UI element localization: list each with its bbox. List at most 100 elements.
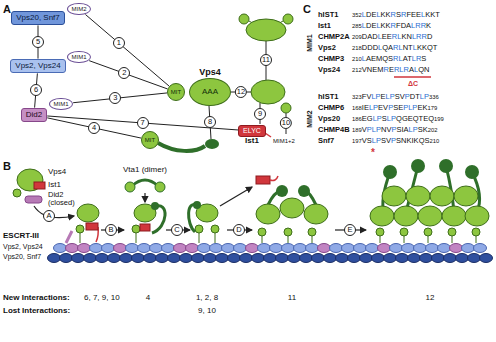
residue: D: [362, 43, 367, 52]
residue: 8: [359, 105, 362, 111]
residue: D: [427, 32, 432, 41]
node-label: MIT: [171, 89, 181, 96]
residue: L: [387, 114, 391, 123]
residue: K: [414, 136, 419, 145]
escrt-iii-filament: [300, 254, 313, 263]
residue: R: [394, 65, 399, 74]
escrt-iii-filament: [138, 244, 151, 253]
residue: 9: [355, 138, 358, 144]
residue: M: [377, 65, 383, 74]
escrt-iii-filament: [90, 244, 103, 253]
callout-number: 5: [32, 36, 44, 48]
residue: Q: [413, 114, 419, 123]
stage-three: [195, 225, 203, 233]
residue: E: [371, 54, 376, 63]
residue: K: [425, 10, 430, 19]
stage-five: [430, 186, 454, 206]
pathway-arrows: [144, 193, 145, 202]
complex-name: ESCRT-III: [3, 232, 39, 241]
residue: L: [372, 125, 376, 134]
escrt-iii-filament: [396, 254, 409, 263]
callout-number: 2: [118, 67, 130, 79]
sequence: 186EGLPSLPQGEQTEQ199: [352, 115, 444, 123]
vps4-hexamer-art: [239, 14, 249, 24]
escrt-iii-filament: [264, 254, 277, 263]
residue: 3: [432, 94, 435, 100]
interaction-list: 11: [288, 294, 296, 303]
node-label: MIM2: [72, 6, 87, 13]
residue: 2: [355, 94, 358, 100]
interaction-line: [47, 116, 238, 130]
escrt-iii-filament: [96, 254, 109, 263]
residue: 1: [355, 45, 358, 51]
residue: K: [381, 10, 386, 19]
protein-name: Ist1: [48, 181, 61, 190]
motif-heading: MIM2: [306, 110, 314, 128]
residue: 9: [441, 116, 444, 122]
stage-four: [258, 228, 266, 236]
escrt-iii-filament: [450, 244, 463, 253]
residue: E: [378, 103, 383, 112]
residue: R: [392, 32, 397, 41]
protein-name: Vps2, Vps24: [3, 243, 43, 251]
pathway-arrows: [34, 187, 366, 230]
residue: E: [364, 103, 369, 112]
stage-four: [312, 236, 313, 243]
residue: N: [406, 32, 411, 41]
residue: 1: [352, 116, 355, 122]
residue: L: [397, 32, 401, 41]
residue: R: [416, 32, 421, 41]
node-label: MIM1: [54, 101, 69, 108]
residue: E: [389, 65, 394, 74]
residue: L: [411, 21, 415, 30]
residue: D: [362, 32, 367, 41]
residue: A: [404, 125, 409, 134]
residue: 8: [355, 127, 358, 133]
escrt-iii-filament: [330, 244, 343, 253]
residue: R: [384, 65, 389, 74]
residue: L: [412, 54, 416, 63]
escrt-iii-filament: [258, 244, 271, 253]
stage-three: [215, 233, 216, 243]
residue: E: [416, 10, 421, 19]
escrt-iii-filament: [408, 254, 421, 263]
escrt-iii-filament: [342, 244, 355, 253]
residue: R: [421, 21, 426, 30]
protein-name: Vta1 (dimer): [123, 166, 167, 175]
interaction-line: [89, 61, 167, 89]
stage-five: [418, 206, 442, 226]
escrt-iii-filament: [294, 244, 307, 253]
stage-five: [383, 165, 397, 179]
escrt-iii-filament: [318, 244, 331, 253]
panel-letter: C: [303, 3, 311, 15]
residue: T: [433, 43, 438, 52]
escrt-iii-filament: [360, 254, 373, 263]
residue: E: [398, 103, 403, 112]
residue: E: [423, 114, 428, 123]
callout-number: 12: [235, 86, 247, 98]
residue: K: [381, 21, 386, 30]
residue: L: [408, 103, 412, 112]
residue: T: [408, 43, 413, 52]
escrt-iii-filament: [192, 254, 205, 263]
stage-five: [439, 159, 453, 173]
protein-name: Vps4: [48, 168, 66, 177]
residue: 0: [436, 138, 439, 144]
stage-five: [380, 236, 381, 243]
stage-five: [424, 228, 432, 236]
node-label: MIM1: [72, 54, 87, 61]
residue: P: [388, 103, 393, 112]
residue: A: [403, 54, 407, 63]
residue: 2: [428, 127, 431, 133]
residue: L: [420, 92, 424, 101]
residue: 1: [352, 105, 355, 111]
residue: S: [418, 125, 423, 134]
residue: M: [376, 54, 382, 63]
node-label: ELYC: [243, 127, 261, 135]
residue: 9: [437, 116, 440, 122]
escrt-iii-filament: [186, 244, 199, 253]
interaction-line: [47, 118, 141, 138]
row-heading: New Interactions:: [3, 294, 70, 303]
seq-name: Ist1: [318, 22, 331, 30]
residue: P: [391, 114, 396, 123]
